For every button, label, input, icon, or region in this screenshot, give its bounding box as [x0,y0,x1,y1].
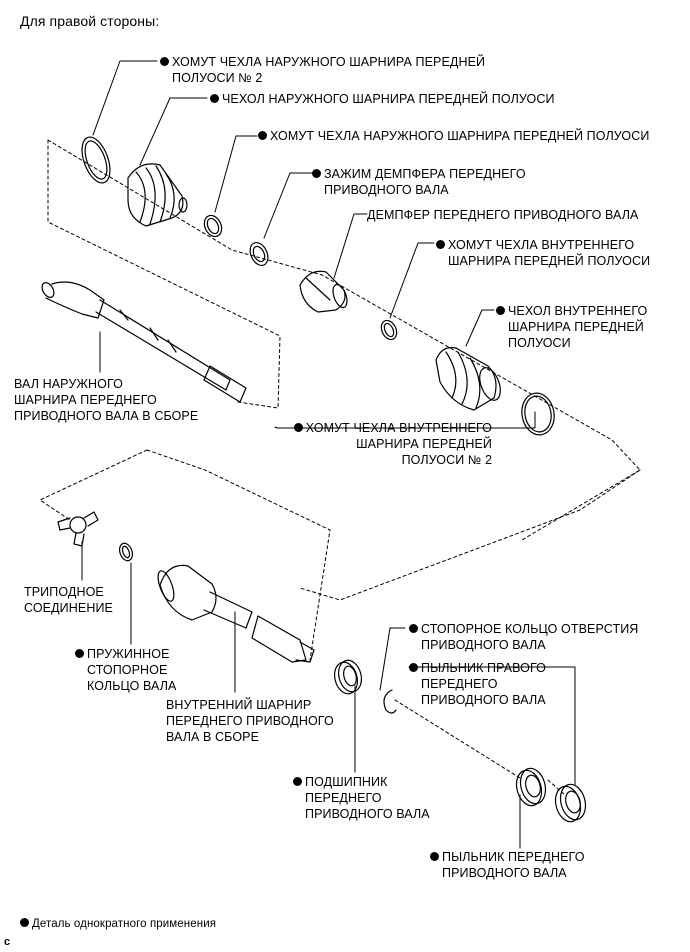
hole-snap-ring-part [383,689,397,714]
label-bearing: ПОДШИПНИК ПЕРЕДНЕГО ПРИВОДНОГО ВАЛА [293,774,430,822]
inner-boot-clamp-2-part [521,392,555,436]
outer-boot-clamp-2-part [81,136,111,184]
label-tripod: ТРИПОДНОЕ СОЕДИНЕНИЕ [24,585,113,615]
label-snap-ring: ПРУЖИННОЕ СТОПОРНОЕ КОЛЬЦО ВАЛА [75,646,176,694]
shaft-snap-ring-part [118,542,134,562]
one-time-use-dot-icon [436,240,445,249]
one-time-use-dot-icon [293,777,302,786]
page-title: Для правой стороны: [20,13,160,29]
label-inner-boot: ЧЕХОЛ ВНУТРЕННЕГО ШАРНИРА ПЕРЕДНЕЙ ПОЛУО… [496,303,647,351]
figure-code: C [4,936,11,948]
outer-boot-part [127,163,188,227]
label-dust-seal: ПЫЛЬНИК ПЕРЕДНЕГО ПРИВОДНОГО ВАЛА [430,849,585,881]
legend: Деталь однократного применения [20,916,216,932]
label-hole-snap-ring: СТОПОРНОЕ КОЛЬЦО ОТВЕРСТИЯ ПРИВОДНОГО ВА… [409,621,638,653]
label-damper-clamp: ЗАЖИМ ДЕМПФЕРА ПЕРЕДНЕГО ПРИВОДНОГО ВАЛА [312,166,526,198]
inner-boot-part [435,346,501,411]
tripod-part [57,511,99,547]
one-time-use-dot-icon [312,169,321,178]
label-outer-boot: ЧЕХОЛ НАРУЖНОГО ШАРНИРА ПЕРЕДНЕЙ ПОЛУОСИ [210,91,555,107]
label-damper: ДЕМПФЕР ПЕРЕДНЕГО ПРИВОДНОГО ВАЛА [367,208,639,222]
label-inner-joint: ВНУТРЕННИЙ ШАРНИР ПЕРЕДНЕГО ПРИВОДНОГО В… [166,698,334,744]
inner-boot-clamp-part [380,319,398,341]
inner-joint-part [157,564,315,663]
one-time-use-dot-icon [409,663,418,672]
outer-shaft-part [41,281,247,403]
label-outer-boot-clamp: ХОМУТ ЧЕХЛА НАРУЖНОГО ШАРНИРА ПЕРЕДНЕЙ П… [258,128,649,144]
label-outer-boot-clamp-2: ХОМУТ ЧЕХЛА НАРУЖНОГО ШАРНИРА ПЕРЕДНЕЙ П… [160,54,485,86]
one-time-use-dot-icon [160,57,169,66]
label-inner-boot-clamp-2: ХОМУТ ЧЕХЛА ВНУТРЕННЕГО ШАРНИРА ПЕРЕДНЕЙ… [270,420,492,468]
outer-boot-clamp-part [203,214,223,238]
dashed-guides [39,139,641,796]
one-time-use-dot-icon [258,131,267,140]
one-time-use-dot-icon [409,624,418,633]
one-time-use-dot-icon [210,94,219,103]
one-time-use-dot-icon [75,649,84,658]
dust-seal-part [515,767,547,807]
one-time-use-dot-icon [496,306,505,315]
bearing-part [333,659,363,695]
label-right-dust-seal: ПЫЛЬНИК ПРАВОГО ПЕРЕДНЕГО ПРИВОДНОГО ВАЛ… [409,660,546,708]
one-time-use-dot-icon [293,423,303,432]
damper-part [299,270,348,313]
damper-clamp-part [249,242,269,266]
label-outer-shaft: ВАЛ НАРУЖНОГО ШАРНИРА ПЕРЕДНЕГО ПРИВОДНО… [14,377,199,423]
one-time-use-dot-icon [20,918,29,927]
legend-text: Деталь однократного применения [32,918,217,930]
leader-lines [81,60,576,849]
right-dust-seal-part [554,783,587,823]
one-time-use-dot-icon [430,852,439,861]
label-inner-boot-clamp: ХОМУТ ЧЕХЛА ВНУТРЕННЕГО ШАРНИРА ПЕРЕДНЕЙ… [436,237,650,269]
